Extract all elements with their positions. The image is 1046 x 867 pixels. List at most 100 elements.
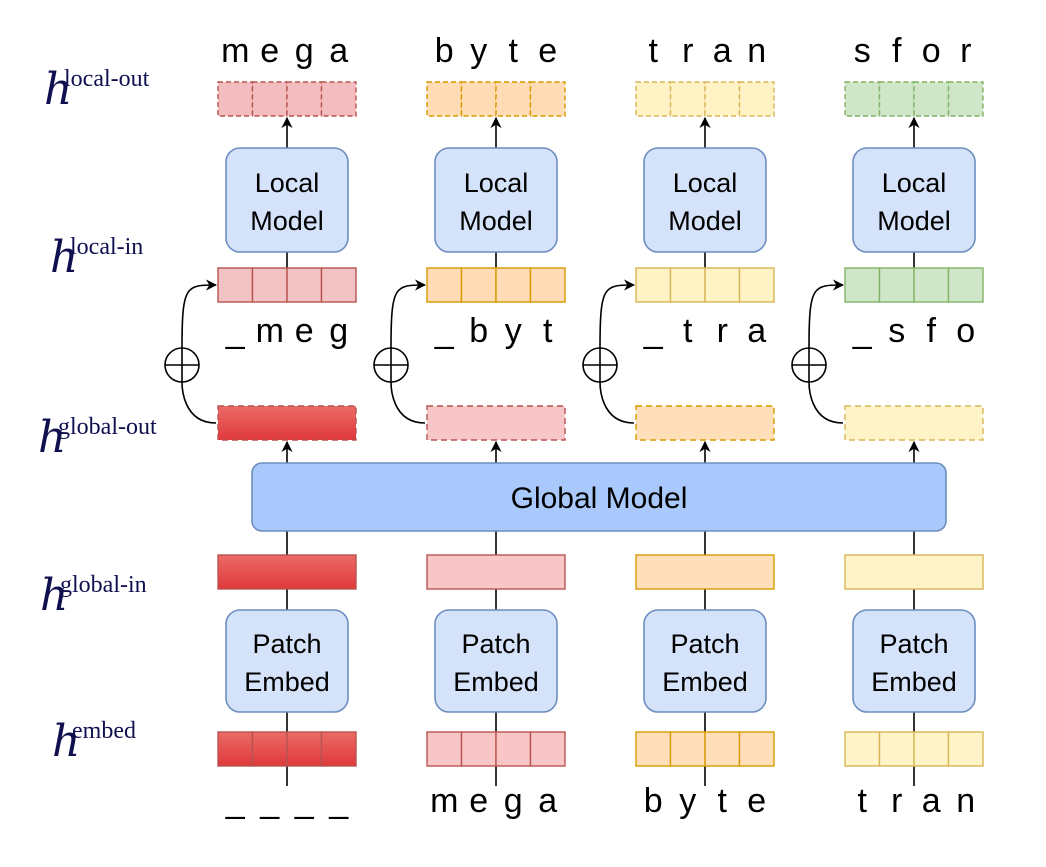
row-label-sup: local-out bbox=[64, 66, 150, 92]
patch-embed bbox=[434, 609, 558, 713]
bar-cell bbox=[704, 81, 741, 117]
row-label-sup: global-in bbox=[60, 572, 147, 598]
local-model-box bbox=[852, 147, 976, 253]
residual-curve-upper bbox=[599, 279, 636, 349]
token-char: e bbox=[469, 782, 488, 820]
local-model-label: Local bbox=[882, 168, 947, 198]
bar-cell bbox=[426, 81, 463, 117]
local-model bbox=[643, 147, 767, 253]
bar-cell bbox=[878, 267, 915, 303]
local-model-label: Local bbox=[673, 168, 738, 198]
embed-bar bbox=[217, 731, 357, 767]
token-char: g bbox=[329, 312, 348, 350]
patch-embed-label: Embed bbox=[871, 667, 957, 697]
bar-cell bbox=[738, 731, 775, 767]
row-label-sup: global-out bbox=[58, 414, 157, 440]
patch-embed bbox=[225, 609, 349, 713]
residual-curve-upper bbox=[181, 279, 218, 349]
token-char: r bbox=[682, 32, 693, 70]
token-char: f bbox=[927, 312, 937, 350]
local-in-bar bbox=[426, 267, 566, 303]
local-model-box bbox=[225, 147, 349, 253]
local-in-bar bbox=[635, 267, 775, 303]
token-char: a bbox=[329, 32, 348, 70]
local-model-label: Model bbox=[668, 206, 742, 236]
patch-embed-label: Patch bbox=[879, 629, 948, 659]
token-char: o bbox=[922, 32, 941, 70]
row-label-main: h bbox=[50, 232, 78, 283]
token-char: t bbox=[649, 32, 659, 70]
bar-cell bbox=[460, 731, 497, 767]
bar-cell bbox=[844, 81, 881, 117]
bar-cell bbox=[635, 731, 672, 767]
global-in-bar bbox=[844, 554, 984, 590]
token-char: m bbox=[256, 312, 284, 350]
token-char: e bbox=[747, 782, 766, 820]
residual-curve-lower bbox=[808, 381, 844, 424]
token-char: s bbox=[888, 312, 905, 350]
row-label-main: h bbox=[38, 412, 66, 463]
row-label-sup: embed bbox=[72, 718, 136, 744]
token-char: a bbox=[747, 312, 766, 350]
residual-curve-upper bbox=[390, 279, 427, 349]
residual-curve-lower bbox=[599, 381, 635, 424]
token-char: _ bbox=[643, 312, 664, 350]
bar-cell bbox=[913, 731, 950, 767]
bar-cell bbox=[529, 267, 566, 303]
patch-embed-box bbox=[852, 609, 976, 713]
patch-embed-box bbox=[225, 609, 349, 713]
patch-embed-label: Embed bbox=[244, 667, 330, 697]
bar-cell bbox=[704, 731, 741, 767]
shapes bbox=[164, 81, 984, 767]
bar-cell bbox=[426, 267, 463, 303]
bar-cell bbox=[426, 731, 463, 767]
token-char: g bbox=[504, 782, 523, 820]
residual-curve-lower bbox=[181, 381, 217, 424]
global-in-bar bbox=[426, 554, 566, 590]
local-out-bar bbox=[635, 81, 775, 117]
patch-embed-label: Embed bbox=[453, 667, 539, 697]
bar-cell bbox=[669, 731, 706, 767]
global-out-bar bbox=[217, 405, 357, 441]
bar-cell bbox=[495, 267, 532, 303]
token-char: f bbox=[892, 32, 902, 70]
row-label-main: h bbox=[40, 570, 68, 621]
global-out-bar bbox=[426, 405, 566, 441]
token-char: r bbox=[717, 312, 728, 350]
token-char: n bbox=[956, 782, 975, 820]
token-char: b bbox=[644, 782, 663, 820]
bar-cell bbox=[878, 81, 915, 117]
bar-cell bbox=[495, 81, 532, 117]
bar-cell bbox=[495, 731, 532, 767]
global-out-bar bbox=[844, 405, 984, 441]
token-char: _ bbox=[852, 312, 873, 350]
local-model bbox=[434, 147, 558, 253]
global-out-bar bbox=[635, 405, 775, 441]
bar-cell bbox=[738, 267, 775, 303]
token-char: m bbox=[221, 32, 249, 70]
token-char: _ bbox=[259, 782, 280, 820]
bar-cell bbox=[704, 267, 741, 303]
bar-cell bbox=[217, 81, 254, 117]
embed-bar bbox=[426, 731, 566, 767]
token-char: g bbox=[295, 32, 314, 70]
token-char: b bbox=[469, 312, 488, 350]
bar-cell bbox=[320, 731, 357, 767]
token-char: r bbox=[891, 782, 902, 820]
bar-cell bbox=[286, 267, 323, 303]
token-char: b bbox=[435, 32, 454, 70]
bar-cell bbox=[913, 267, 950, 303]
bar-cell bbox=[286, 731, 323, 767]
local-model-label: Model bbox=[459, 206, 533, 236]
